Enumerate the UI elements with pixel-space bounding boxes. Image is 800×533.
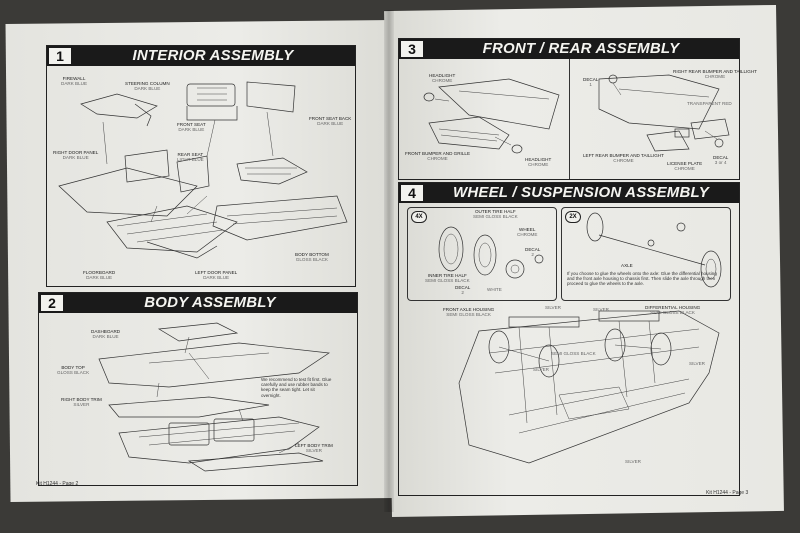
label-silver-1: SILVER [545, 305, 561, 310]
label-semi-gloss-black: SEMI GLOSS BLACK [551, 351, 596, 356]
section-header: 2 BODY ASSEMBLY [39, 293, 357, 313]
label-axle: AXLE [621, 263, 633, 268]
tire-assembly-box [407, 207, 557, 301]
interior-illustration [58, 81, 348, 259]
step-number: 4 [401, 185, 423, 201]
label-silver-3: SILVER [533, 367, 549, 372]
footer-left: Kit H1244 - Page 2 [36, 481, 79, 487]
quantity-badge-4x: 4X [411, 211, 427, 223]
label-silver-4: SILVER [689, 361, 705, 366]
front-rear-illustration [423, 74, 730, 154]
wheel-suspension-illustration [438, 212, 722, 464]
axle-assembly-box [561, 207, 731, 301]
step-number: 2 [41, 295, 63, 311]
label-silver-2: SILVER [593, 307, 609, 312]
section-header: 4 WHEEL / SUSPENSION ASSEMBLY [399, 183, 739, 203]
section-title: INTERIOR ASSEMBLY [132, 47, 294, 64]
body-illustration [98, 322, 330, 472]
section-title: WHEEL / SUSPENSION ASSEMBLY [453, 184, 709, 201]
label-white: WHITE [487, 287, 502, 292]
section-title: BODY ASSEMBLY [144, 294, 276, 311]
step-number: 1 [49, 48, 71, 64]
label-transparent-red: TRANSPARENT RED [687, 101, 732, 106]
label-silver-5: SILVER [625, 459, 641, 464]
axle-note: If you choose to glue the wheels onto th… [567, 271, 717, 287]
footer-right: Kit H1244 - Page 3 [706, 490, 749, 496]
center-fold [384, 10, 394, 512]
divider [569, 59, 570, 179]
step-number: 3 [401, 41, 423, 57]
section-title: FRONT / REAR ASSEMBLY [482, 40, 680, 57]
section-header: 1 INTERIOR ASSEMBLY [47, 46, 355, 66]
test-fit-note: We recommend to test fit first. Glue car… [261, 377, 332, 398]
quantity-badge-2x: 2X [565, 211, 581, 223]
section-wheel-suspension-assembly: 4 WHEEL / SUSPENSION ASSEMBLY 4X 2X [398, 182, 740, 496]
section-header: 3 FRONT / REAR ASSEMBLY [399, 39, 739, 59]
